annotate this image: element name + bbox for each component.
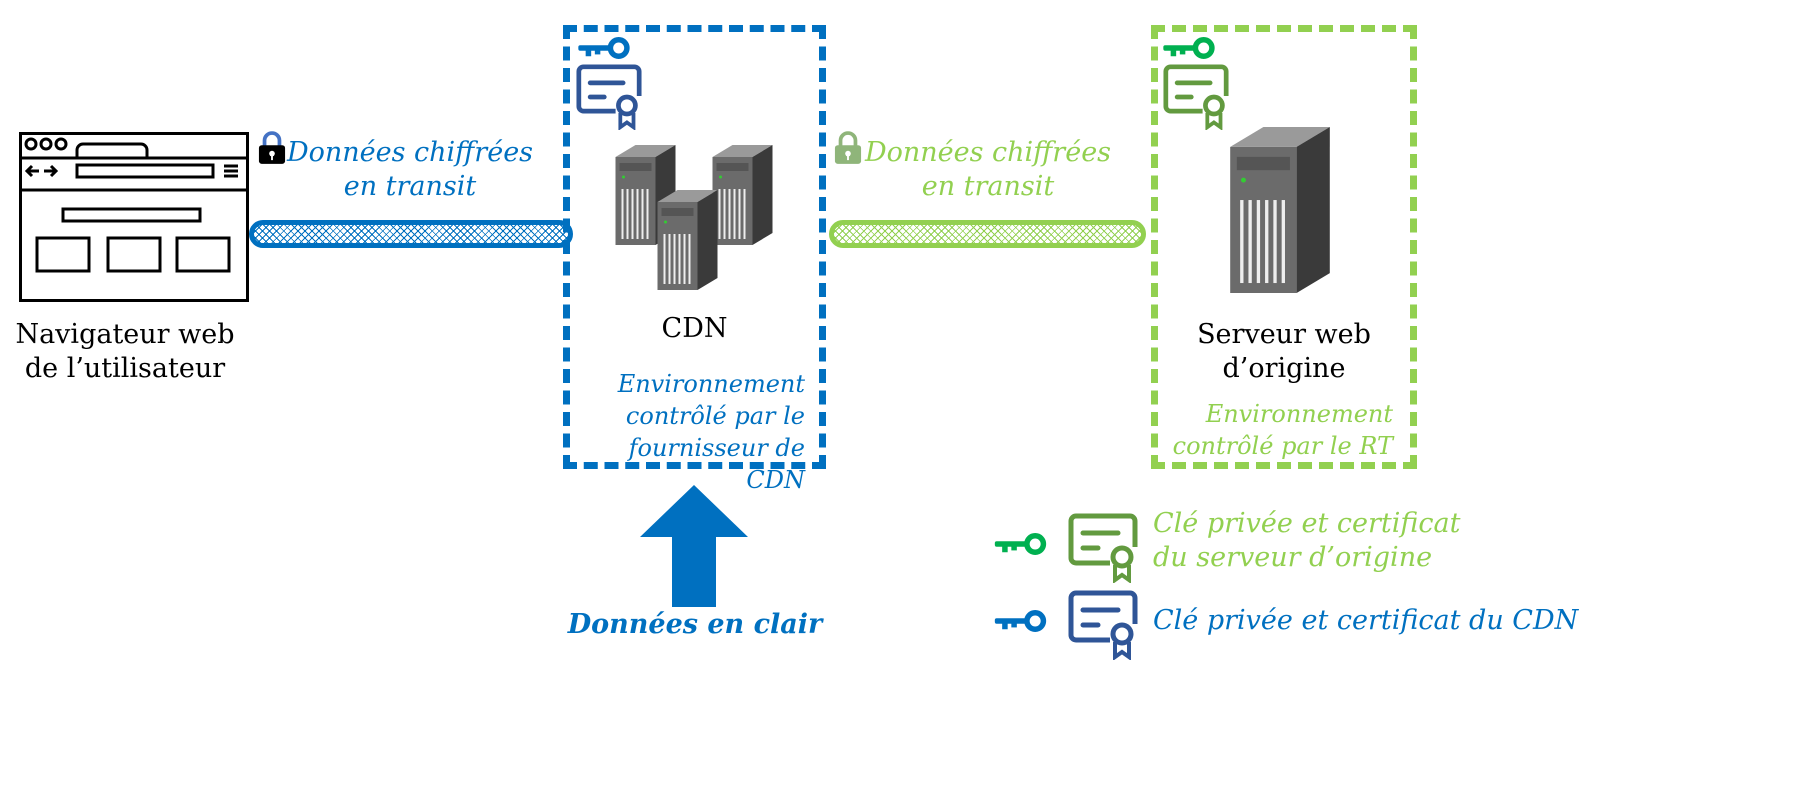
legend-origin-line1: Clé privée et certificat: [1153, 508, 1461, 539]
legend-origin-line2: du serveur d’origine: [1153, 542, 1433, 573]
transit-left-label: Données chiffrées en transit: [280, 136, 540, 204]
encrypted-tunnel-left: [249, 220, 573, 248]
cdn-env-line3: fournisseur de CDN: [628, 434, 805, 494]
browser-label: Navigateur web de l’utilisateur: [0, 318, 250, 386]
cdn-environment-zone: [563, 25, 826, 469]
origin-env-line2: contrôlé par le RT: [1172, 432, 1393, 460]
transit-left-line1: Données chiffrées: [286, 137, 534, 168]
legend-origin-label: Clé privée et certificat du serveur d’or…: [1153, 507, 1460, 575]
server-icon: [1220, 127, 1340, 293]
origin-environment-zone: [1151, 25, 1417, 469]
origin-label-line2: d’origine: [1222, 353, 1346, 384]
origin-environment-label: Environnement contrôlé par le RT: [1165, 398, 1393, 462]
browser-label-line2: de l’utilisateur: [24, 353, 226, 384]
cdn-env-line1: Environnement: [617, 370, 805, 398]
origin-label-line1: Serveur web: [1197, 319, 1371, 350]
transit-right-line2: en transit: [921, 171, 1055, 202]
transit-right-label: Données chiffrées en transit: [858, 136, 1118, 204]
transit-left-line2: en transit: [343, 171, 477, 202]
certificate-icon: [1163, 64, 1229, 130]
key-icon: [1163, 37, 1215, 59]
key-icon: [993, 533, 1048, 555]
certificate-icon: [1068, 513, 1138, 583]
cdn-environment-label: Environnement contrôlé par le fournisseu…: [575, 368, 805, 496]
key-icon: [578, 37, 630, 59]
origin-env-line1: Environnement: [1205, 400, 1393, 428]
origin-label: Serveur web d’origine: [1151, 318, 1417, 386]
legend-cdn-label: Clé privée et certificat du CDN: [1153, 605, 1579, 636]
browser-label-line1: Navigateur web: [15, 319, 235, 350]
up-arrow-icon: [640, 485, 748, 607]
server-icon: [650, 190, 725, 290]
cdn-env-line2: contrôlé par le: [625, 402, 805, 430]
transit-right-line1: Données chiffrées: [864, 137, 1112, 168]
plaintext-label: Données en clair: [567, 609, 823, 640]
certificate-icon: [1068, 590, 1138, 660]
certificate-icon: [576, 64, 642, 130]
encrypted-tunnel-right: [829, 220, 1146, 248]
key-icon: [993, 610, 1048, 632]
legend: Clé privée et certificat du serveur d’or…: [990, 505, 1790, 675]
browser-window-icon: [19, 132, 249, 302]
cdn-label: CDN: [661, 313, 728, 344]
